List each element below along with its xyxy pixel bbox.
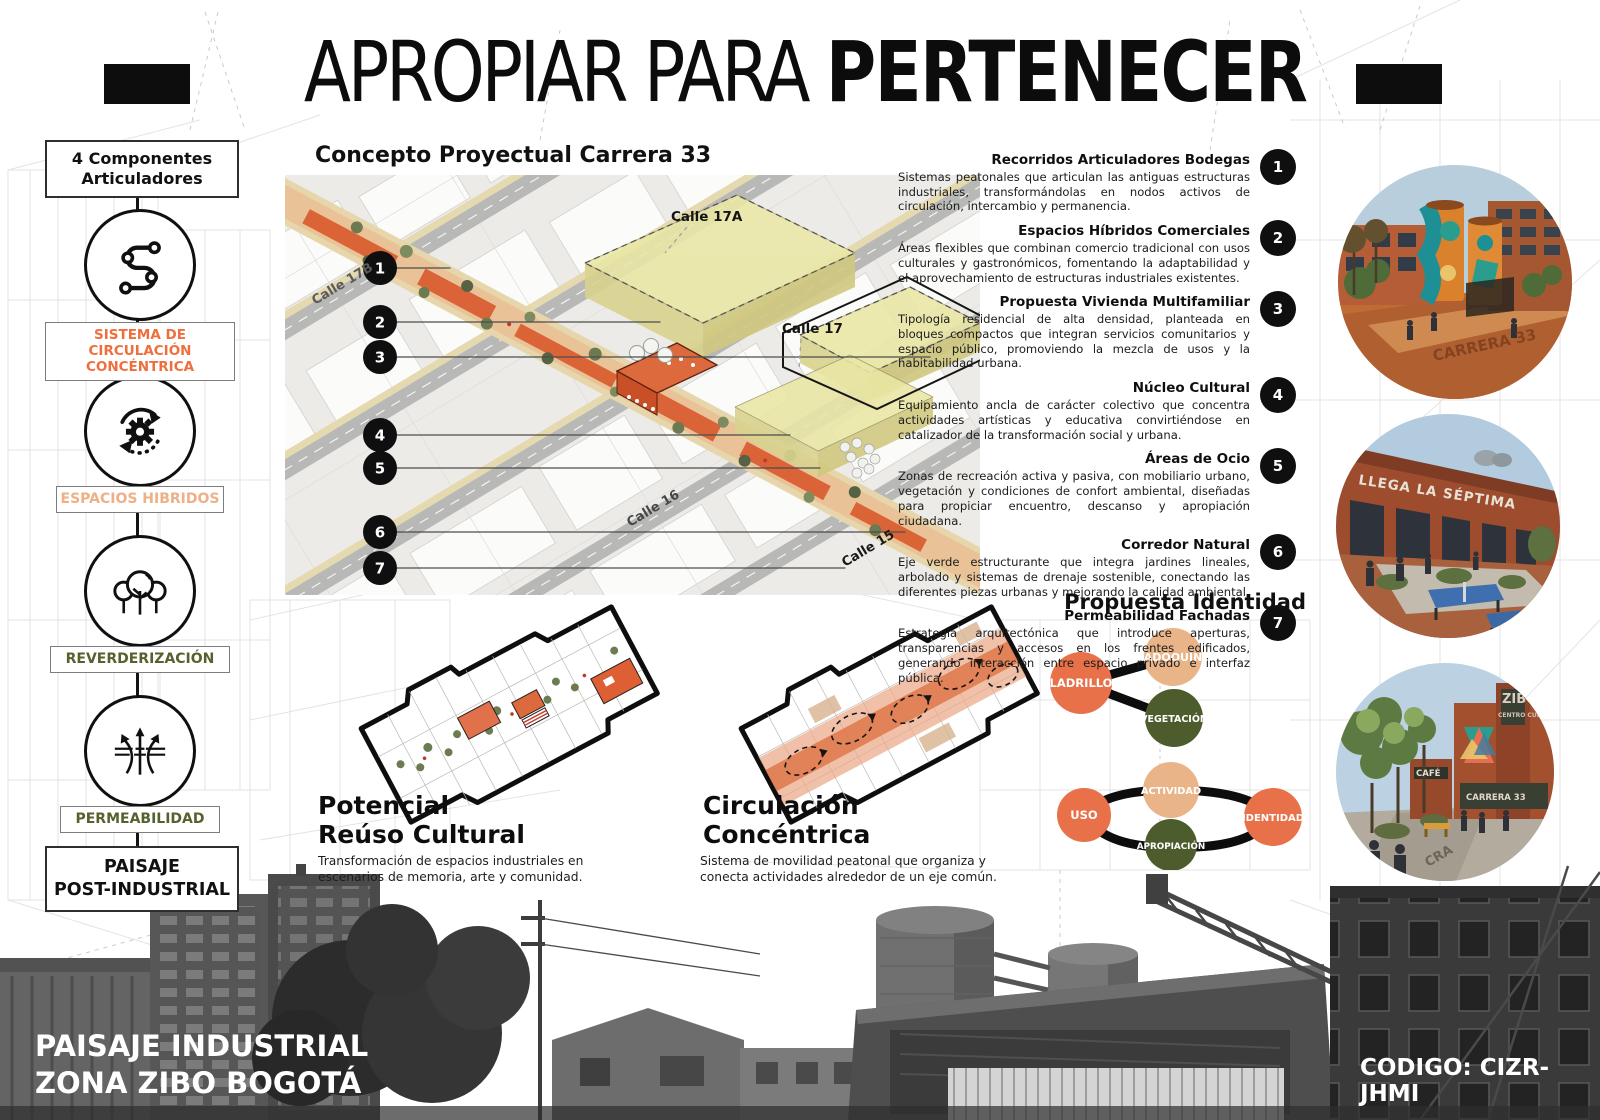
street-label-calle-17a: Calle 17A (671, 209, 743, 225)
component-item-6: Corredor Natural Eje verde estructurante… (898, 534, 1296, 599)
sidebar-footer-line1: PAISAJE (104, 857, 180, 877)
page-title-bold: PERTENECER (825, 23, 1308, 121)
gear-cycle-icon (84, 375, 196, 487)
identity-node-ladrillo: LADRILLO (1050, 676, 1113, 690)
components-list: Recorridos Articuladores Bodegas Sistema… (898, 149, 1296, 694)
component-body: Eje verde estructurante que integra jard… (898, 555, 1250, 599)
component-body: Tipología residencial de alta densidad, … (898, 312, 1250, 371)
component-item-4: Núcleo Cultural Equipamiento ancla de ca… (898, 377, 1296, 442)
footer-code: CODIGO: CIZR-JHMI (1360, 1055, 1550, 1107)
component-title: Permeabilidad Fachadas (1064, 608, 1250, 625)
diagram-reuso-cultural (358, 604, 660, 825)
route-icon (84, 209, 196, 321)
identity-node-apropiacion: APROPIACIÓN (1137, 840, 1206, 852)
component-body: Equipamiento ancla de carácter colectivo… (898, 398, 1250, 442)
component-body: Áreas flexibles que combinan comercio tr… (898, 241, 1250, 285)
sidebar-item-reverderizacion: REVERDERIZACIÓN (50, 646, 230, 673)
component-number-badge: 7 (1260, 605, 1296, 642)
component-item-2: Espacios Híbridos Comerciales Áreas flex… (898, 220, 1296, 285)
component-title: Recorridos Articuladores Bodegas (991, 152, 1250, 168)
footer-location-caption: PAISAJE INDUSTRIAL ZONA ZIBO BOGOTÁ (35, 1029, 369, 1101)
component-title: Propuesta Vivienda Multifamiliar (999, 294, 1250, 311)
trees-icon (84, 535, 196, 647)
render3-sign-cafe: CAFÉ (1416, 767, 1441, 779)
sidebar-footer-line2: POST-INDUSTRIAL (53, 879, 231, 900)
sidebar-footer: PAISAJE POST-INDUSTRIAL (45, 846, 239, 912)
identity-node-adoquin: ADOQUÍN (1144, 651, 1203, 664)
sidebar-title: 4 Componentes Articuladores (45, 140, 239, 198)
identity-node-identidad: IDENTIDAD (1242, 813, 1304, 824)
map-marker-5: 5 (375, 460, 385, 478)
component-item-5: Áreas de Ocio Zonas de recreación activa… (898, 448, 1296, 528)
diagram1-body: Transformación de espacios industriales … (318, 854, 584, 884)
component-number-badge: 5 (1260, 448, 1296, 485)
map-marker-2: 2 (375, 314, 385, 332)
concept-map: 1 2 3 4 5 6 7 Calle 17B Calle 17A Calle … (285, 175, 980, 595)
render-photo-carrera33: CARRERA 33 (1338, 165, 1572, 399)
component-body: Estrategia arquitectónica que introduce … (898, 626, 1250, 685)
component-number-badge: 2 (1260, 220, 1296, 257)
component-number-badge: 1 (1260, 149, 1296, 185)
map-markers: 1 2 3 4 5 6 7 (363, 251, 931, 585)
map-marker-4: 4 (375, 427, 385, 445)
industrial-panorama-photo (0, 864, 1600, 1120)
street-label-calle-17: Calle 17 (782, 321, 843, 337)
title-left-bar (104, 64, 190, 104)
diagram2-body: Sistema de movilidad peatonal que organi… (700, 854, 997, 884)
component-item-7: Permeabilidad Fachadas Estrategia arquit… (898, 605, 1296, 685)
identity-diagram: LADRILLO ADOQUÍN VEGETACIÓN USO ACTIVIDA… (1050, 628, 1304, 870)
sidebar-connector-line (136, 188, 139, 848)
component-title: Corredor Natural (1121, 537, 1250, 554)
identity-title: Propuesta Identidad (1064, 590, 1306, 614)
page-title-regular: APROPIAR PARA (303, 23, 826, 121)
permeability-icon (84, 695, 196, 807)
sidebar-item-circulacion: SISTEMA DE CIRCULACIÓN CONCÉNTRICA (45, 322, 235, 381)
diagram-circulacion-concentrica (738, 604, 1040, 825)
component-body: Zonas de recreación activa y pasiva, con… (898, 469, 1250, 528)
title-right-bar (1356, 64, 1442, 104)
diagram1-title: Potencial Reúso Cultural (318, 791, 525, 849)
component-number-badge: 3 (1260, 291, 1296, 328)
component-body: Sistemas peatonales que articulan las an… (898, 170, 1250, 214)
map-marker-1: 1 (375, 260, 385, 278)
component-title: Espacios Híbridos Comerciales (1018, 223, 1250, 240)
sidebar-item-permeabilidad: PERMEABILIDAD (60, 806, 220, 833)
render3-sign-centro: CENTRO CULTURAL (1498, 712, 1554, 719)
concept-map-title: Concepto Proyectual Carrera 33 (315, 143, 712, 168)
map-marker-6: 6 (375, 524, 385, 542)
identity-node-vegetacion: VEGETACIÓN (1140, 713, 1208, 725)
component-title: Núcleo Cultural (1132, 380, 1250, 397)
component-item-1: Recorridos Articuladores Bodegas Sistema… (898, 149, 1296, 214)
render-photo-bodegas: LLEGA LA SÉPTIMA (1336, 414, 1560, 638)
render-photo-centro-cultural: ZIBO CENTRO CULTURAL CAFÉ CARRERA 33 CRA (1336, 663, 1554, 881)
render3-sign-carrera: CARRERA 33 (1466, 793, 1526, 803)
component-item-3: Propuesta Vivienda Multifamiliar Tipolog… (898, 291, 1296, 371)
map-marker-7: 7 (375, 560, 385, 578)
component-number-badge: 4 (1260, 377, 1296, 414)
identity-node-actividad: ACTIVIDAD (1141, 786, 1201, 797)
component-title: Áreas de Ocio (1144, 451, 1250, 468)
map-marker-3: 3 (375, 349, 385, 367)
diagram2-title: Circulación Concéntrica (703, 791, 871, 849)
sidebar-item-hibridos: ESPACIOS HIBRIDOS (56, 486, 224, 513)
page-title: APROPIAR PARA PERTENECER (304, 30, 1308, 114)
identity-node-uso: USO (1070, 808, 1098, 822)
component-number-badge: 6 (1260, 534, 1296, 571)
